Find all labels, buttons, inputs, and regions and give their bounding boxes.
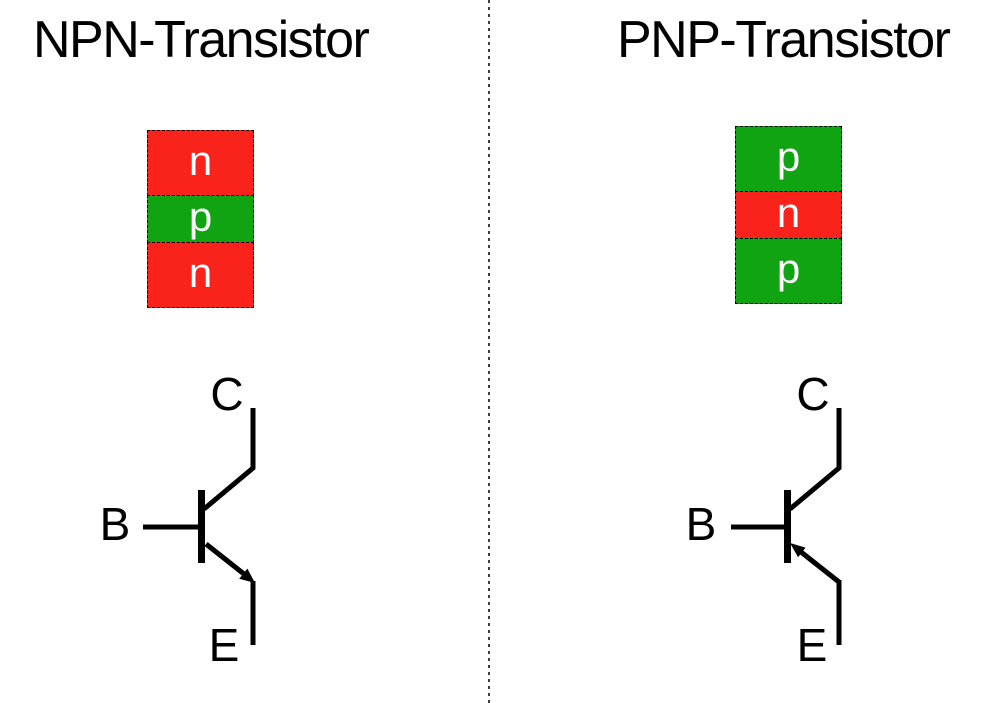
pnp-base-label: B [686,498,717,550]
pnp-layer-bottom-p: p [735,238,842,304]
pnp-layer-middle-label: n [776,189,801,236]
npn-layer-stack: n p n [147,130,254,308]
pnp-collector-label: C [796,370,829,420]
center-divider-line [488,0,490,703]
npn-layer-bottom-label: n [188,249,213,296]
pnp-emitter-wire-diagonal [799,550,841,584]
pnp-layer-stack: p n p [735,126,842,304]
npn-title: NPN-Transistor [33,11,370,69]
pnp-emitter-arrowhead-icon [790,543,806,558]
pnp-layer-bottom-label: p [776,245,801,292]
pnp-title: PNP-Transistor [617,11,951,69]
npn-layer-middle-p: p [147,195,254,243]
npn-collector-wire [202,408,256,511]
pnp-layer-top-label: p [776,133,801,180]
npn-emitter-label: E [209,619,240,670]
npn-transistor-symbol: C B E [100,370,256,670]
pnp-transistor-symbol: C B E [686,370,842,670]
npn-layer-top-label: n [188,137,213,184]
npn-layer-middle-label: p [188,193,213,240]
npn-emitter-arrowhead-icon [239,568,255,583]
npn-layer-bottom-n: n [147,242,254,308]
pnp-layer-middle-n: n [735,191,842,239]
pnp-emitter-label: E [797,619,828,670]
pnp-collector-wire [788,408,842,511]
pnp-layer-top-p: p [735,126,842,192]
npn-emitter-wire-diagonal [204,542,246,576]
npn-base-label: B [100,498,131,550]
npn-collector-label: C [210,370,243,420]
npn-layer-top-n: n [147,130,254,196]
